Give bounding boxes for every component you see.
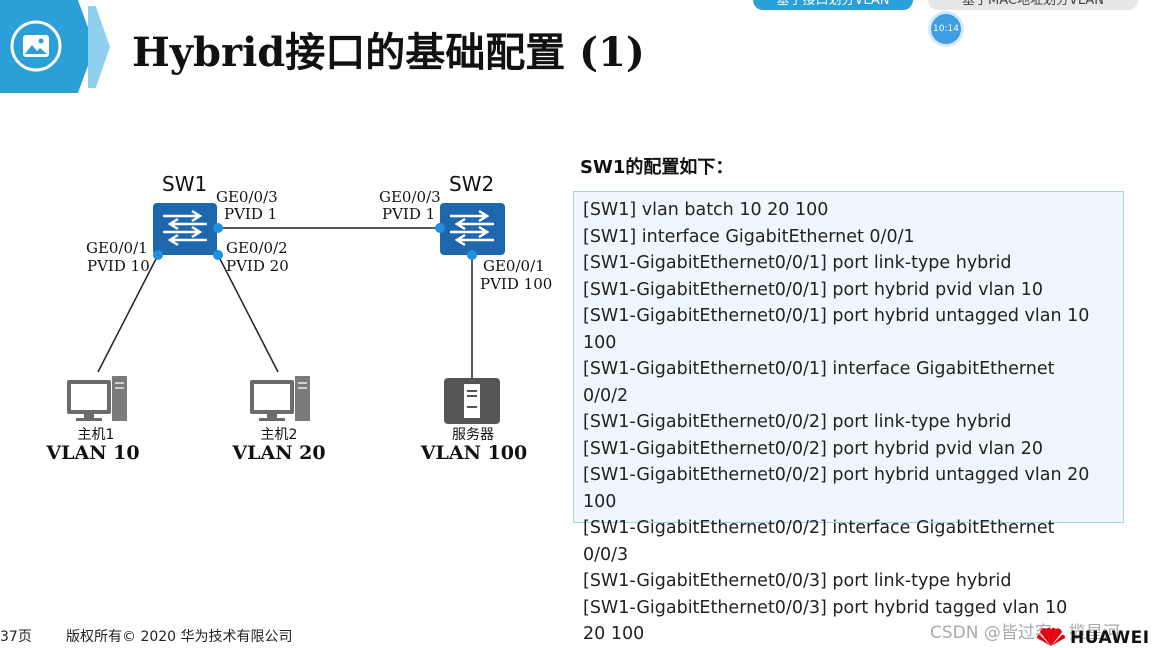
sw1-pvid-ge2: PVID 20 — [226, 257, 289, 275]
host2-name: 主机2 — [260, 427, 298, 443]
config-heading: SW1的配置如下： — [580, 157, 734, 178]
config-line: [SW1] interface GigabitEthernet 0/0/1 — [583, 226, 915, 247]
config-line: [SW1-GigabitEthernet0/0/1] port hybrid p… — [583, 279, 1043, 300]
sw1-pvid-ge1: PVID 10 — [87, 257, 150, 275]
sw2-label: SW2 — [449, 172, 495, 196]
sw1-port-ge3: GE0/0/3 — [216, 188, 278, 206]
host2-vlan: VLAN 20 — [232, 442, 326, 464]
sw2-pvid-ge3: PVID 1 — [382, 205, 436, 223]
config-line: [SW1-GigabitEthernet0/0/2] interface Gig… — [583, 518, 1055, 538]
switch-icon-sw1[interactable] — [153, 203, 217, 255]
sw1-label: SW1 — [162, 172, 208, 196]
config-line: [SW1-GigabitEthernet0/0/2] port hybrid p… — [583, 438, 1043, 459]
port-dot — [213, 223, 223, 233]
port-dot — [153, 250, 163, 260]
time-badge[interactable]: 10:14 — [931, 14, 961, 44]
config-line: 100 — [583, 491, 617, 512]
pc-icon[interactable] — [250, 376, 310, 421]
config-line: [SW1-GigabitEthernet0/0/3] port link-typ… — [583, 571, 1012, 591]
server-vlan: VLAN 100 — [420, 442, 528, 464]
switch-icon-sw2[interactable] — [440, 203, 505, 255]
huawei-logo-icon — [1037, 627, 1065, 646]
topology-links — [67, 203, 505, 424]
config-line: [SW1-GigabitEthernet0/0/1] port link-typ… — [583, 253, 1012, 273]
config-line: [SW1-GigabitEthernet0/0/2] port link-typ… — [583, 412, 1012, 432]
config-line: [SW1-GigabitEthernet0/0/3] port hybrid t… — [583, 597, 1068, 618]
image-icon — [10, 20, 62, 72]
config-box — [573, 191, 1124, 523]
sw1-port-ge2: GE0/0/2 — [226, 239, 288, 257]
port-dot — [467, 250, 477, 260]
sw2-port-ge1: GE0/0/1 — [483, 257, 545, 275]
config-line: [SW1-GigabitEthernet0/0/1] port hybrid u… — [583, 306, 1090, 326]
config-line: 0/0/3 — [583, 544, 629, 565]
config-line: 100 — [583, 332, 617, 353]
sw2-port-ge3: GE0/0/3 — [379, 188, 441, 206]
config-line: [SW1] vlan batch 10 20 100 — [583, 200, 829, 220]
tab-vlan-by-mac[interactable]: 基于MAC地址划分VLAN — [928, 0, 1138, 10]
link-sw1-host2 — [217, 254, 279, 373]
sw1-port-ge1: GE0/0/1 — [86, 239, 148, 257]
tab-vlan-by-port[interactable]: 基于接口划分VLAN — [753, 0, 913, 10]
link-sw1-host1 — [97, 254, 159, 373]
watermark-text: CSDN @皆过客，揽星河 — [930, 623, 1120, 643]
host1-vlan: VLAN 10 — [46, 442, 140, 464]
port-dot — [213, 250, 223, 260]
pc-icon[interactable] — [67, 376, 127, 421]
server-name: 服务器 — [452, 427, 494, 443]
page-title: Hybrid接口的基础配置 (1) — [132, 29, 645, 76]
config-code-list: [SW1] vlan batch 10 20 100 [SW1] interfa… — [583, 197, 1118, 648]
page-number: 37页 — [0, 629, 32, 645]
host1-name: 主机1 — [77, 427, 115, 443]
header-badge-accent — [88, 6, 110, 88]
config-line: 20 100 — [583, 624, 645, 644]
sw2-pvid-ge1: PVID 100 — [480, 275, 553, 293]
config-line: 0/0/2 — [583, 385, 629, 406]
server-icon[interactable] — [444, 378, 500, 424]
config-line: [SW1-GigabitEthernet0/0/2] port hybrid u… — [583, 465, 1090, 485]
sw1-pvid-ge3: PVID 1 — [224, 205, 278, 223]
brand-name: HUAWEI — [1070, 628, 1150, 648]
copyright-text: 版权所有© 2020 华为技术有限公司 — [66, 629, 293, 645]
port-dot — [435, 223, 445, 233]
config-line: [SW1-GigabitEthernet0/0/1] interface Gig… — [583, 359, 1055, 379]
